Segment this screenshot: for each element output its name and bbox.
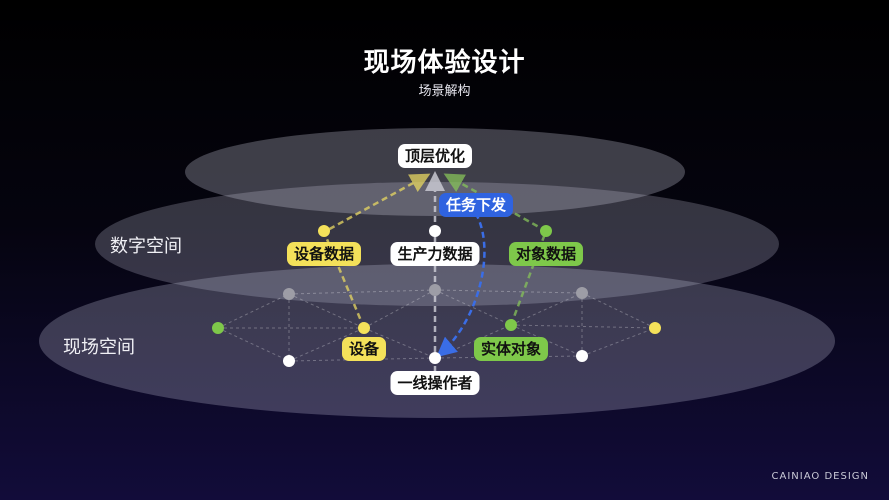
object-data-chip: 对象数据 (508, 242, 584, 266)
node-dot-digital-device (318, 225, 330, 237)
entity-object-chip: 实体对象 (473, 337, 549, 361)
node-dot-gray (576, 287, 588, 299)
device-data-chip: 设备数据 (286, 242, 362, 266)
node-dot-yellow (358, 322, 370, 334)
node-dot-white (429, 352, 441, 364)
site-mesh (217, 289, 656, 362)
page-title: 现场体验设计 (363, 48, 526, 78)
productivity-data-chip: 生产力数据 (390, 242, 480, 266)
site-space-label: 现场空间 (63, 337, 135, 358)
top-optimization-chip: 顶层优化 (397, 144, 473, 168)
page-subtitle: 场景解构 (418, 84, 471, 99)
node-dot-digital-object (540, 225, 552, 237)
node-dot-white (576, 350, 588, 362)
task-dispatch-flow (436, 204, 486, 358)
mesh-nodes (212, 225, 661, 367)
brand-logo: CAINIAO DESIGN (771, 471, 869, 482)
digital-space-label: 数字空间 (110, 236, 182, 257)
node-dot-yellow (649, 322, 661, 334)
top-layer-disc (185, 128, 685, 216)
node-dot-gray (429, 284, 441, 296)
node-dot-green (212, 322, 224, 334)
node-dot-digital-productivity (429, 225, 441, 237)
node-dot-green (505, 319, 517, 331)
node-dot-gray (283, 288, 295, 300)
node-dot-white (283, 355, 295, 367)
task-dispatch-chip: 任务下发 (438, 193, 514, 217)
frontline-operator-chip: 一线操作者 (390, 371, 480, 395)
device-chip: 设备 (341, 337, 387, 361)
